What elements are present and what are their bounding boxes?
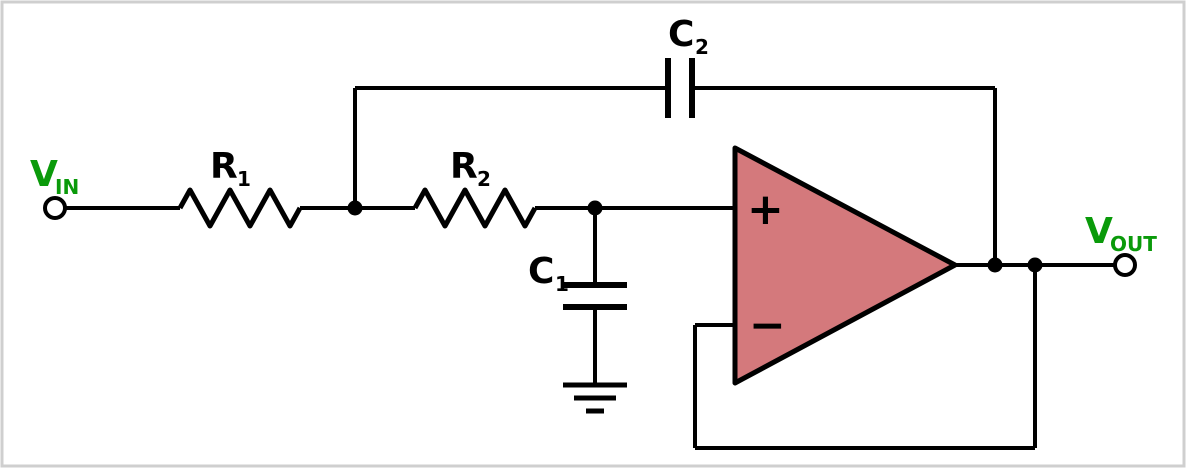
resistor-r2-symbol <box>412 187 538 229</box>
c2-label-sub: 2 <box>695 35 709 59</box>
junction-node-r1 <box>347 200 363 216</box>
resistor-r1-symbol <box>177 187 303 229</box>
vout-label-sub: OUT <box>1110 232 1157 256</box>
opamp-minus-sign: − <box>749 300 786 351</box>
r1-label: R <box>210 146 238 187</box>
r1-label-sub: 1 <box>237 167 251 191</box>
c1-label: C <box>528 251 554 292</box>
vin-label: V <box>30 154 58 195</box>
c2-label: C <box>668 14 694 55</box>
opamp-symbol <box>732 145 958 386</box>
junction-node-output-c2 <box>987 257 1003 273</box>
junction-node-r2 <box>587 200 603 216</box>
vin-label-sub: IN <box>55 175 79 199</box>
opamp-plus-sign: + <box>747 184 784 235</box>
input-terminal <box>43 196 67 220</box>
r2-label: R <box>450 146 478 187</box>
output-terminal <box>1113 253 1137 277</box>
r2-label-sub: 2 <box>477 167 491 191</box>
vout-label: V <box>1085 211 1113 252</box>
c1-label-sub: 1 <box>555 272 569 296</box>
junction-node-output-fb <box>1027 257 1043 273</box>
